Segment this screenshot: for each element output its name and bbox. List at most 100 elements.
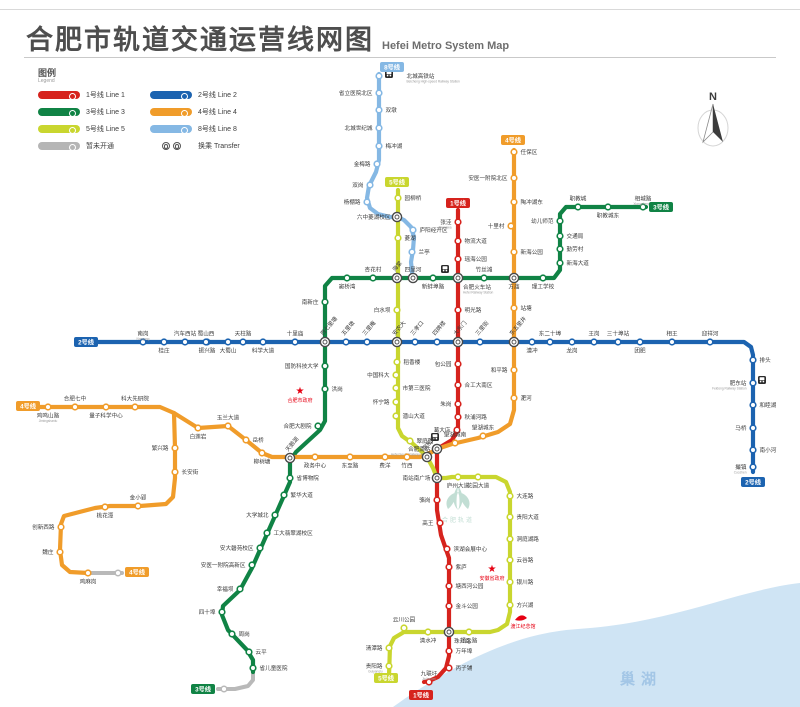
transfer-station-inner-ring bbox=[455, 275, 461, 281]
station-label: 潜山大道 bbox=[403, 412, 426, 420]
legend-line-pill bbox=[38, 125, 80, 134]
station-label: 职教城东 bbox=[597, 212, 620, 220]
svg-text:4号线: 4号线 bbox=[20, 402, 37, 410]
lake-label: 巢湖 bbox=[619, 670, 662, 688]
station-label: 大蜀山 bbox=[220, 347, 237, 355]
svg-text:3号线: 3号线 bbox=[653, 203, 670, 211]
legend-gray-pill bbox=[38, 142, 80, 151]
station-label: 中国科大 bbox=[367, 371, 390, 379]
station-label: 五里墩 bbox=[339, 319, 356, 337]
station-label-en: Xiangchenglu bbox=[633, 202, 653, 206]
station-dot bbox=[454, 255, 462, 263]
station-label: 云谷路 bbox=[517, 556, 534, 564]
station-dot bbox=[249, 664, 257, 672]
station-dot bbox=[385, 662, 393, 670]
legend-line-pill bbox=[150, 91, 192, 100]
station-label: 园柳桥 bbox=[405, 194, 422, 202]
legend-line-pill bbox=[38, 91, 80, 100]
station-label: 杨公路 bbox=[461, 637, 478, 645]
station-dot bbox=[639, 203, 647, 211]
station-label: 六中菱湖校区 bbox=[357, 213, 391, 221]
station-label: 三里街 bbox=[473, 319, 490, 337]
station-dot bbox=[394, 234, 402, 242]
station-dot bbox=[443, 545, 451, 553]
station-label: 幸福坝 bbox=[217, 585, 234, 593]
legend-item: 5号线 Line 5 bbox=[38, 124, 150, 134]
station-dot bbox=[749, 463, 757, 471]
station-label-en: Feidong Railway Station bbox=[712, 387, 747, 391]
line2-badge: 2号线 bbox=[74, 337, 98, 347]
station-dot bbox=[224, 338, 232, 346]
transfer-station-inner-ring bbox=[446, 629, 452, 635]
station-label: 金小郢 bbox=[130, 494, 147, 502]
line4-path bbox=[37, 147, 517, 460]
station-label: 新海公园 bbox=[521, 248, 544, 256]
station-dot bbox=[507, 222, 515, 230]
station-label: 四十埠 bbox=[199, 608, 216, 616]
station-label-en: Nangang bbox=[137, 337, 150, 341]
station-label: 菱湖 bbox=[405, 234, 417, 242]
station-dot bbox=[476, 338, 484, 346]
station-label: 振兴路 bbox=[199, 347, 216, 355]
line4-branch-path bbox=[57, 410, 178, 576]
station-label: 梅冲湖 bbox=[386, 142, 403, 150]
station-dot bbox=[57, 523, 65, 531]
station-dot bbox=[749, 424, 757, 432]
station-dot bbox=[71, 403, 79, 411]
svg-text:3号线: 3号线 bbox=[195, 685, 212, 693]
station-label: 金斗公园 bbox=[456, 602, 479, 610]
station-label: 贵阳路 bbox=[366, 662, 383, 670]
svg-text:4号线: 4号线 bbox=[505, 136, 522, 144]
transfer-station-inner-ring bbox=[322, 339, 328, 345]
station-dot bbox=[445, 602, 453, 610]
station-label: 柳树塘 bbox=[254, 458, 271, 466]
station-label: 合肥南站 bbox=[408, 445, 431, 453]
svg-text:5号线: 5号线 bbox=[378, 674, 395, 682]
svg-text:★: ★ bbox=[488, 564, 497, 575]
legend-item: 8号线 Line 8 bbox=[150, 124, 262, 134]
station-label: 洪岗 bbox=[332, 385, 344, 393]
station-label: 金梅路 bbox=[354, 160, 371, 168]
station-dot bbox=[749, 379, 757, 387]
transfer-station-dot bbox=[284, 452, 296, 464]
station-label: 排头 bbox=[760, 356, 772, 364]
station-dot bbox=[636, 338, 644, 346]
station-dot bbox=[454, 413, 462, 421]
station-dot bbox=[445, 582, 453, 590]
station-dot bbox=[393, 358, 401, 366]
station-dot bbox=[424, 628, 432, 636]
station-label: 和睦湖 bbox=[760, 401, 777, 409]
station-label: 团肥 bbox=[634, 348, 646, 355]
line2-path bbox=[92, 339, 756, 475]
station-label: 桂庄 bbox=[158, 347, 170, 355]
transfer-station-dot bbox=[391, 272, 403, 284]
station-dot bbox=[433, 338, 441, 346]
legend-item: 1号线 Line 1 bbox=[38, 90, 150, 100]
station-label: 南岗 bbox=[137, 330, 149, 338]
transfer-station-inner-ring bbox=[434, 446, 440, 452]
station-dot bbox=[445, 664, 453, 672]
station-dot bbox=[392, 412, 400, 420]
station-dot bbox=[375, 72, 383, 80]
svg-text:5号线: 5号线 bbox=[389, 178, 406, 186]
legend-item-transfer: 换乘 Transfer bbox=[150, 141, 262, 151]
station-dot bbox=[321, 385, 329, 393]
station-label: 长安街 bbox=[182, 468, 199, 476]
station-label: 相王 bbox=[666, 330, 678, 338]
station-label: 包公园 bbox=[435, 360, 452, 368]
station-label: 白水坝 bbox=[374, 306, 391, 314]
transfer-icon bbox=[150, 142, 192, 150]
station-label: 银川路 bbox=[517, 578, 534, 586]
station-label: 鸡麻岗 bbox=[80, 578, 97, 586]
station-dot bbox=[539, 274, 547, 282]
transfer-station-dot bbox=[508, 336, 520, 348]
station-dot bbox=[381, 453, 389, 461]
legend-line-label: 3号线 Line 3 bbox=[86, 109, 125, 116]
station-label-en: Hefei South Railway Station bbox=[391, 453, 431, 457]
station-label: 省儿童医院 bbox=[260, 664, 288, 672]
landmark-star: ★合肥市政府 bbox=[287, 386, 312, 404]
station-label: 滨湖会展中心 bbox=[454, 545, 488, 553]
station-label: 竹丝滩 bbox=[476, 266, 493, 274]
station-label-en: Cuozhen bbox=[734, 471, 747, 475]
station-dot bbox=[363, 338, 371, 346]
